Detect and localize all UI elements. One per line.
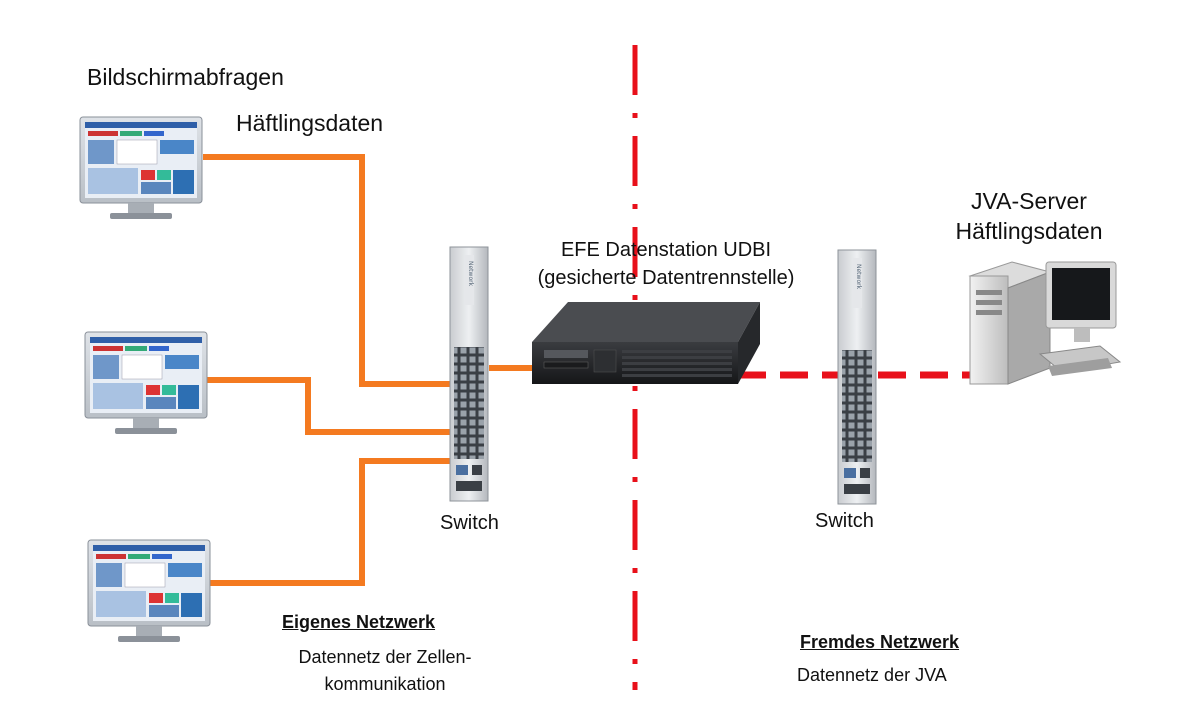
label-switch-right: Switch: [815, 510, 874, 532]
label-foreign-network-title: Fremdes Netzwerk: [800, 632, 960, 652]
label-server-data: Häftlingsdaten: [955, 218, 1103, 244]
switch-icon: [449, 246, 489, 502]
label-own-network-title: Eigenes Netzwerk: [282, 612, 436, 632]
monitor-icon: [80, 117, 202, 219]
label-data-station-name: EFE Datenstation UDBI: [560, 239, 772, 261]
label-inmate-data: Häftlingsdaten: [236, 110, 384, 136]
label-screen-queries: Bildschirmabfragen: [87, 64, 284, 90]
link-monitor-3-switch: [208, 458, 452, 586]
label-own-network-line2: kommunikation: [324, 674, 446, 694]
link-monitor-1-switch: [203, 154, 452, 387]
label-server-name: JVA-Server: [971, 188, 1087, 214]
label-foreign-network-line1: Datennetz der JVA: [797, 665, 947, 685]
data-station-icon: [532, 302, 760, 384]
label-switch-left: Switch: [440, 512, 499, 534]
monitor-icon: [88, 540, 210, 642]
label-own-network-line1: Datennetz der Zellen-: [298, 647, 472, 667]
monitor-icon: [85, 332, 207, 434]
server-icon: [968, 261, 1122, 385]
link-monitor-2-switch: [207, 377, 452, 435]
switch-icon: [837, 249, 877, 505]
label-data-station-note: (gesicherte Datentrennstelle): [537, 267, 795, 289]
